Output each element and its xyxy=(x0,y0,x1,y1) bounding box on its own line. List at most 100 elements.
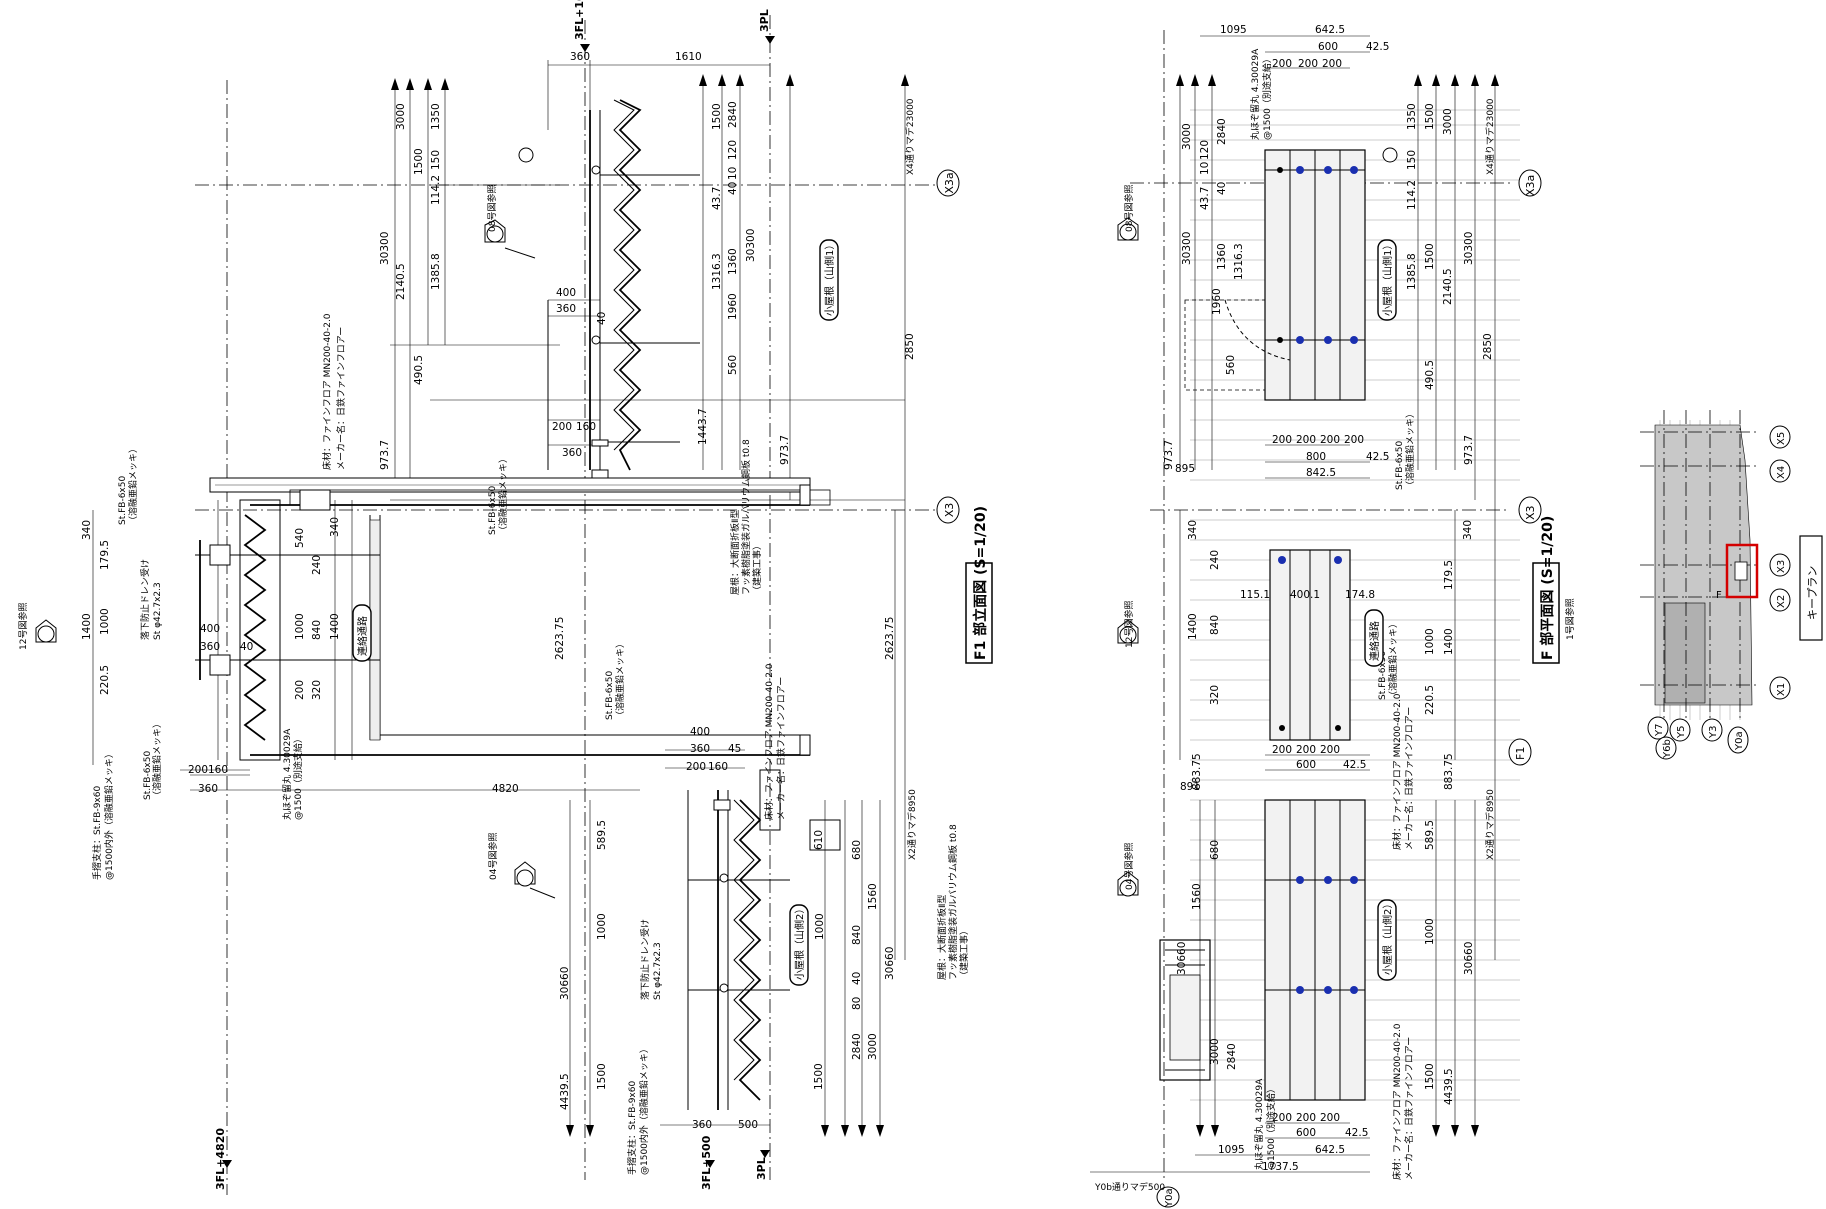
dim: 842.5 xyxy=(1306,467,1336,479)
plan-lower-panel xyxy=(1264,799,1366,1101)
dim: 2623.75 xyxy=(554,617,566,660)
room-label-lower: 小屋根（山側2） xyxy=(793,904,806,980)
dim: 1000 xyxy=(1424,918,1436,945)
plan-grid-bubble-f1 xyxy=(1508,738,1532,766)
dim: 2840 xyxy=(851,1033,863,1060)
dim: 1400 xyxy=(1443,628,1455,655)
dim: 973.7 xyxy=(1463,435,1475,465)
dim: 200 xyxy=(1296,744,1316,756)
dim: 1000 xyxy=(294,613,306,640)
dim: 1500 xyxy=(413,148,425,175)
key-plan-f: F xyxy=(1716,590,1722,601)
note: メーカー名：日鉄ファインフロアー xyxy=(335,327,347,470)
marker-x4: X4 xyxy=(1776,466,1787,479)
level-markers: 3FL+1610 3PL 3FL+4820 3FL+500 3PL xyxy=(214,0,775,1190)
dim: 200 xyxy=(686,761,706,773)
left-notes: 08号図参照 12号図参照 04号図参照 床材：ファインフロア MN200-40… xyxy=(17,98,970,1175)
grid-label-x3a: X3a xyxy=(943,172,956,193)
section-ref: 08号図参照 xyxy=(1123,185,1135,232)
dim: 490.5 xyxy=(1424,360,1436,390)
marker-y6b: Y6b xyxy=(1662,739,1673,759)
dim: 883.75 xyxy=(1191,753,1203,790)
dim: 114.2 xyxy=(1406,180,1418,210)
note: 手摺支柱：St.FB-9x60 xyxy=(626,1081,638,1175)
dim: 2623.75 xyxy=(884,617,896,660)
dim: 1350 xyxy=(430,103,442,130)
dim: 400 xyxy=(556,287,576,299)
dim: 560 xyxy=(727,355,739,375)
dim: 600 xyxy=(1296,759,1316,771)
plan-notes: 08号図参照 12号図参照 04号図参照 丸ほぞ留丸 4.30029A @150… xyxy=(1094,48,1496,1193)
note: 床材：ファインフロア MN200-40-2.0 xyxy=(321,313,333,470)
grid-note: X2通りマデ8950 xyxy=(906,789,918,860)
dim: 1095 xyxy=(1218,1144,1245,1156)
note: St.FB-6x50 xyxy=(488,486,498,535)
note: （溶融亜鉛メッキ） xyxy=(151,719,163,800)
key-plan-label-box xyxy=(1799,535,1823,641)
dim: 642.5 xyxy=(1315,24,1345,36)
dim: 42.5 xyxy=(1343,759,1366,771)
dim: 160 xyxy=(708,761,728,773)
plan-room-walkway: 連絡通路 xyxy=(1368,621,1381,661)
dim: 360 xyxy=(200,641,220,653)
key-plan-highlight xyxy=(1725,543,1759,599)
note: 落下防止ドレン受け xyxy=(139,559,151,640)
marker-x3: X3 xyxy=(1776,560,1787,573)
dim: 200 xyxy=(1320,434,1340,446)
dim: 2840 xyxy=(1226,1043,1238,1070)
dim: 150 xyxy=(430,150,442,170)
note: 屋根：大断面折板Ⅱ型 xyxy=(729,510,741,595)
marker-x1: X1 xyxy=(1776,683,1787,696)
dim: 200 xyxy=(1272,744,1292,756)
note: （建築工事） xyxy=(958,926,970,980)
dim: 610 xyxy=(813,830,825,850)
key-plan: F X5 X4 X3 X2 X1 Y7 Y6b Y5 Y3 Y0a キープラン xyxy=(1640,410,1823,760)
note: St.FB-6x50 xyxy=(1395,441,1405,490)
dim: 150 xyxy=(1406,150,1418,170)
dim: 973.7 xyxy=(779,435,791,465)
dim: 30300 xyxy=(1181,232,1193,265)
note: @1500（別途支給） xyxy=(1261,54,1273,140)
plan-upper-panel xyxy=(1184,149,1366,401)
section-mark-c2-bottom xyxy=(514,861,556,899)
dim: 1500 xyxy=(1424,243,1436,270)
note: @1500内外（溶融亜鉛メッキ） xyxy=(638,1044,650,1175)
note: @1500（別途支給） xyxy=(1265,1084,1277,1170)
dim: 400 xyxy=(690,726,710,738)
dim: 642.5 xyxy=(1315,1144,1345,1156)
section-ref: 12号図参照 xyxy=(1123,601,1135,648)
dim: 1000 xyxy=(596,913,608,940)
note: St.FB-6x50 xyxy=(605,671,615,720)
note: メーカー名：日鉄ファインフロアー xyxy=(775,677,787,820)
dim: 360 xyxy=(690,743,710,755)
dim: 3000 xyxy=(867,1033,879,1060)
dim: 30300 xyxy=(745,229,757,262)
level-bottom-c: 3PL xyxy=(755,1157,768,1180)
dimension-arrows xyxy=(92,60,909,1137)
dim: 1560 xyxy=(1191,883,1203,910)
plan-dimension-lines xyxy=(1090,35,1499,1173)
dim: 2140.5 xyxy=(1442,268,1454,305)
note: （溶融亜鉛メッキ） xyxy=(1404,409,1416,490)
dim: 200 xyxy=(294,680,306,700)
dim: 40 xyxy=(727,182,739,195)
left-dimension-texts: 360 1610 3000 1500 1350 150 114.2 30300 … xyxy=(81,51,916,1131)
dim: 1360 xyxy=(727,248,739,275)
dim: 115.1 xyxy=(1240,589,1270,601)
plan-grid-bubble-x3a xyxy=(1518,169,1542,197)
dim: 174.8 xyxy=(1345,589,1375,601)
dim: 1500 xyxy=(711,103,723,130)
dim: 891 xyxy=(1180,781,1200,793)
dim: 400.1 xyxy=(1290,589,1320,601)
plan-section-marks xyxy=(1117,147,1398,897)
plan-room-labels: 小屋根（山側1） 連絡通路 小屋根（山側2） xyxy=(1364,239,1397,981)
level-bottom-a: 3FL+4820 xyxy=(214,1128,227,1190)
dim: 40 xyxy=(1216,182,1228,195)
dim: 1560 xyxy=(867,883,879,910)
dim: 200 xyxy=(1344,434,1364,446)
dim: 800 xyxy=(1306,451,1326,463)
note: （溶融亜鉛メッキ） xyxy=(614,639,626,720)
section-mark-c2-top xyxy=(484,219,536,259)
dim: 320 xyxy=(1209,685,1221,705)
dim: 2140.5 xyxy=(395,263,407,300)
